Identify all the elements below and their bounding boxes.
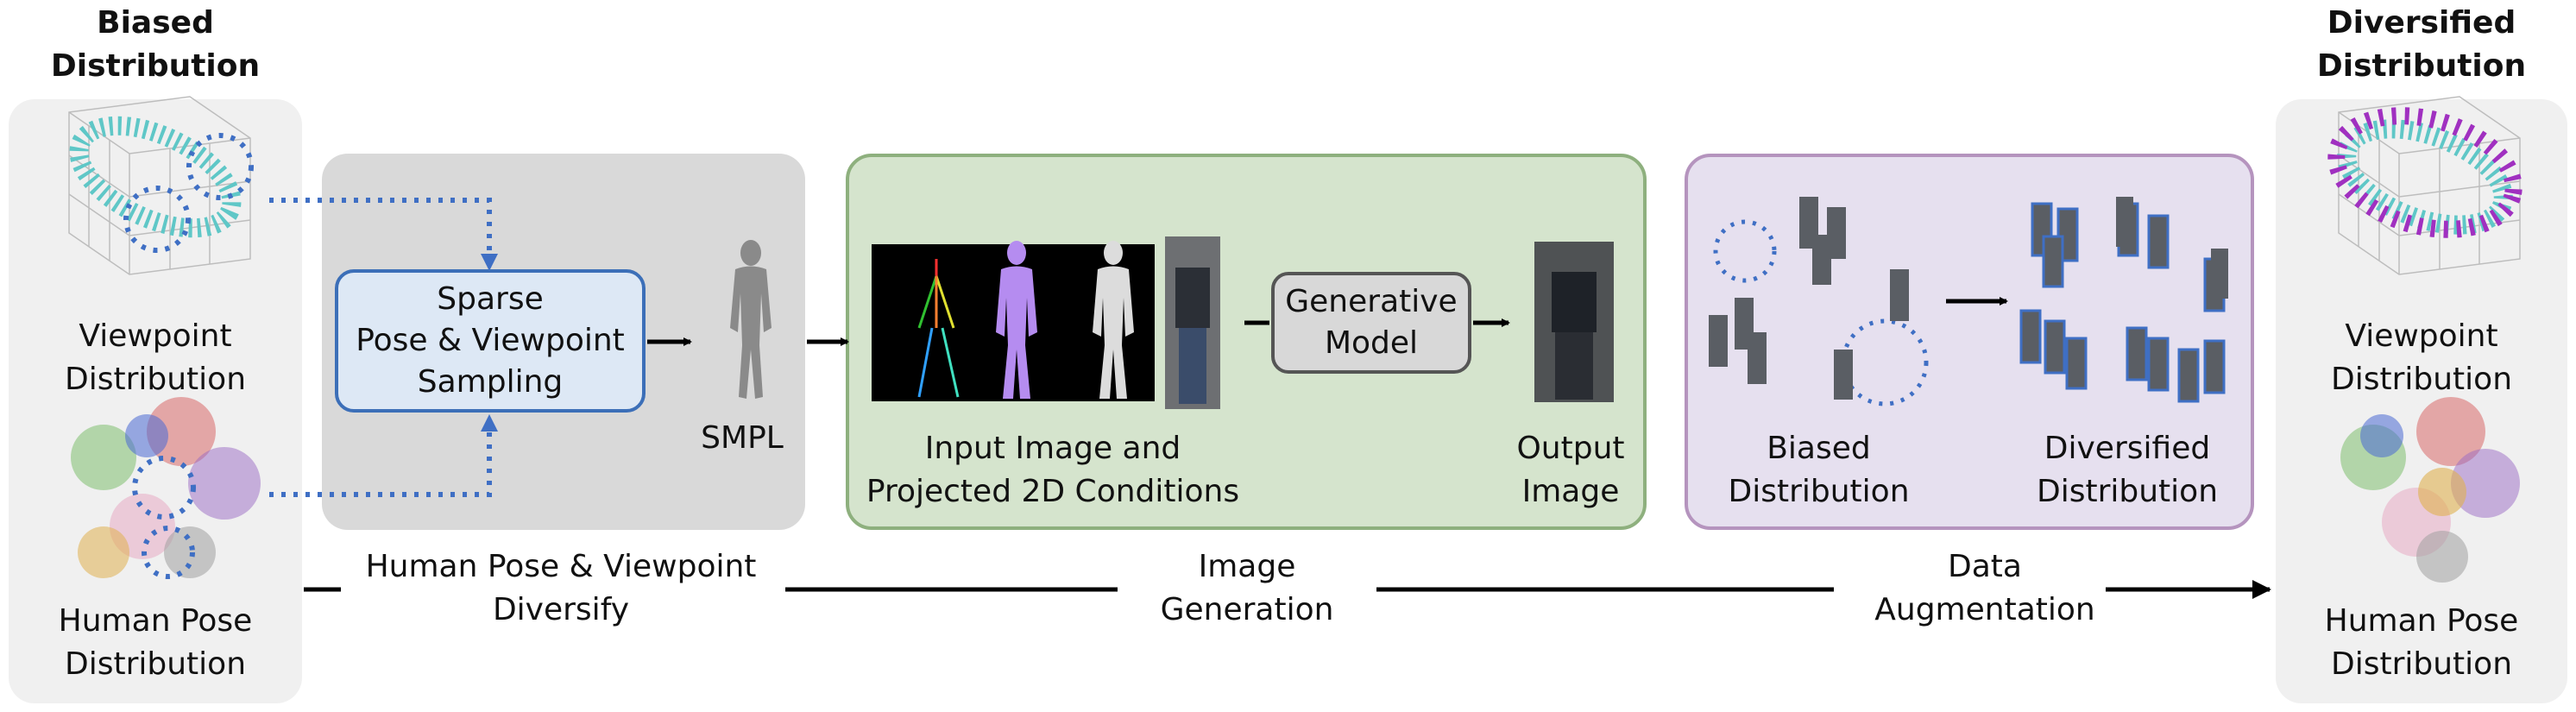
left-pose-circle-1 [132, 456, 196, 520]
left-pose-label: Human Pose Distribution [58, 603, 253, 682]
depth-map-body [1093, 241, 1134, 399]
keypoint-skeleton [917, 259, 960, 398]
left-viewpoint-circle-1 [186, 133, 254, 200]
output-image-label: Output Image [1516, 431, 1625, 509]
diversified-distribution-label: Diversified Distribution [2036, 431, 2219, 509]
left-viewpoint-ring [69, 116, 242, 238]
left-distribution-panel [9, 99, 302, 703]
viewpoint-connector-arrow [269, 198, 498, 271]
stage1-bottom-label: Human Pose & Viewpoint Diversify [365, 549, 757, 627]
right-viewpoint-ring [2327, 107, 2522, 238]
right-pose-plot [2340, 397, 2520, 583]
smpl-figure [730, 240, 772, 399]
stage2-bottom-label: Image Generation [1160, 549, 1334, 627]
biased-circle [1841, 318, 1929, 406]
pose-connector-arrow [269, 414, 498, 497]
input-image-label: Input Image and Projected 2D Conditions [866, 431, 1240, 509]
diversified-thumbnails [2019, 202, 2226, 403]
left-title: Biased Distribution [50, 5, 261, 84]
sampling-box: Sparse Pose & Viewpoint Sampling [335, 269, 646, 413]
right-pose-label: Human Pose Distribution [2324, 603, 2519, 682]
left-viewpoint-label: Viewpoint Distribution [64, 318, 247, 397]
stage3-bottom-label: Data Augmentation [1874, 549, 2095, 627]
left-viewpoint-plot [68, 96, 251, 275]
biased-empty-circle [1713, 219, 1777, 283]
generative-model-box: Generative Model [1271, 272, 1471, 374]
left-viewpoint-circle-2 [123, 186, 191, 253]
right-title: Diversified Distribution [2316, 5, 2527, 84]
normal-map-body [996, 241, 1037, 399]
left-pose-plot [71, 397, 261, 578]
left-pose-circle-2 [142, 526, 195, 579]
smpl-label: SMPL [701, 420, 784, 456]
biased-thumbnails [1709, 197, 1909, 400]
biased-distribution-label: Biased Distribution [1728, 431, 1910, 509]
right-viewpoint-label: Viewpoint Distribution [2330, 318, 2513, 397]
